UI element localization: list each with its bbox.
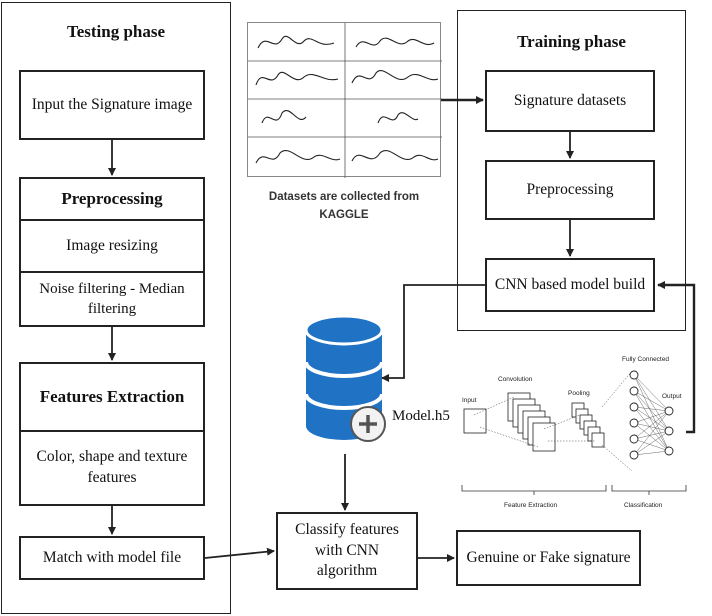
signature-datasets-box: Signature datasets: [485, 70, 655, 132]
cnn-convolution-label: Convolution: [498, 376, 533, 383]
testing-phase-panel: [1, 2, 231, 614]
noise-filtering-box: Noise filtering - Median filtering: [19, 271, 205, 327]
add-plus-icon: [350, 406, 386, 442]
training-phase-panel: [457, 10, 686, 331]
cnn-pooling-label: Pooling: [568, 390, 590, 397]
cnn-feature-extraction-label: Feature Extraction: [504, 502, 557, 509]
cnn-model-build-box: CNN based model build: [485, 258, 655, 312]
image-resizing-box: Image resizing: [19, 219, 205, 273]
training-phase-title: Training phase: [517, 32, 626, 51]
model-file-label: Model.h5: [392, 408, 450, 424]
cnn-classification-label: Classification: [624, 502, 663, 509]
features-extraction-header-box: Features Extraction: [19, 362, 205, 432]
testing-phase-title: Testing phase: [66, 22, 166, 41]
genuine-or-fake-box: Genuine or Fake signature: [456, 530, 641, 586]
dataset-caption-line2: KAGGLE: [319, 209, 369, 222]
cnn-fully-connected-label: Fully Connected: [622, 356, 669, 363]
color-shape-texture-box: Color, shape and texture features: [19, 430, 205, 506]
match-model-file-box: Match with model file: [19, 536, 205, 580]
dataset-caption: Datasets are collected from KAGGLE: [247, 188, 441, 225]
cnn-architecture-diagram: Input Convolution Pooling Fully Connecte…: [456, 345, 694, 515]
dataset-caption-line1: Datasets are collected from: [268, 191, 420, 203]
input-signature-box: Input the Signature image: [19, 70, 205, 140]
preprocessing-header-box: Preprocessing: [19, 177, 205, 221]
training-preprocessing-box: Preprocessing: [485, 160, 655, 220]
cnn-input-label: Input: [462, 397, 477, 404]
signature-dataset-image: [247, 22, 442, 178]
classify-features-box: Classify features with CNN algorithm: [276, 512, 418, 590]
cnn-output-label: Output: [662, 393, 682, 400]
